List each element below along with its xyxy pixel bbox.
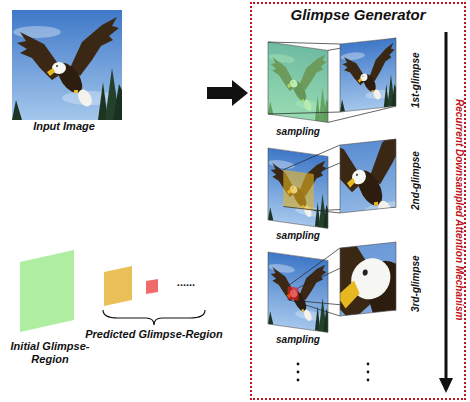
sampling-label: sampling — [262, 126, 334, 138]
glimpse-label: 2nd-glimpse — [410, 139, 422, 223]
mechanism-label: Recurrent Downsampled Attention Mechanis… — [453, 40, 465, 380]
flow-arrow — [207, 80, 248, 106]
legend-text: Initial Glimpse-Region — [5, 340, 95, 366]
sampled-image — [268, 252, 328, 332]
box-title: Glimpse Generator — [252, 6, 464, 24]
glimpse-image — [239, 63, 470, 402]
glimpse-image — [312, 100, 422, 245]
glimpse-node: 1st-glimpse — [338, 38, 422, 122]
sampling-label: sampling — [262, 334, 334, 346]
legend-swatch-area — [18, 248, 78, 336]
sampled-image — [268, 148, 328, 228]
glimpse-label: 3rd-glimpse — [410, 242, 422, 326]
legend-text: Predicted Glimpse-Region — [80, 328, 228, 341]
image-caption: Input Image — [8, 120, 120, 133]
glimpse-image — [340, 38, 396, 112]
generator-arrow — [439, 32, 453, 393]
input-photo — [12, 10, 122, 120]
input-image-node: Input Image — [8, 6, 206, 142]
glimpse-node: 3rd-glimpse — [338, 242, 422, 326]
predicted-region-samples — [103, 266, 205, 325]
sampled-image — [268, 42, 328, 122]
sampling-label: sampling — [262, 230, 334, 242]
glimpse-node: 2nd-glimpse — [338, 139, 422, 223]
legend-swatch — [20, 250, 74, 332]
glimpse-label: 1st-glimpse — [410, 38, 422, 122]
ellipsis-mark: ...... — [166, 276, 206, 288]
continuation-dots — [297, 363, 370, 382]
